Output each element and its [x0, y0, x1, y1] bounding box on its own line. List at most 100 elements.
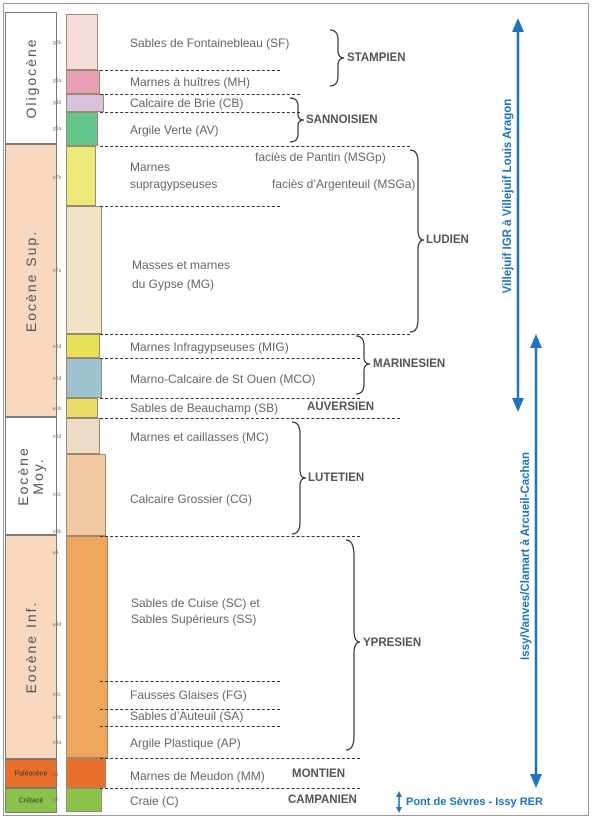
stage-ludien: LUDIEN [426, 234, 469, 246]
code-cgb: e5b [53, 529, 62, 535]
era-eocene-sup: Eocène Sup. [5, 144, 57, 417]
layer-c [66, 788, 102, 812]
layer-ypresien [66, 536, 108, 758]
boundary-line [100, 418, 400, 419]
brace-ludien [409, 149, 425, 333]
layer-msg [66, 146, 96, 206]
route-pont: Pont de Sèvres - Issy RER [406, 796, 543, 808]
code-mig: e6d [53, 344, 62, 350]
code-mg: e7a [53, 268, 62, 274]
figure-frame [3, 3, 589, 816]
boundary-line [100, 398, 360, 399]
code-mco: e6d [53, 376, 62, 382]
arrow-pont-bottom [396, 807, 402, 813]
stage-montien: MONTIEN [292, 768, 346, 780]
stage-lutetien: LUTETIEN [308, 472, 365, 484]
code-av: g1a [53, 126, 62, 132]
label-mg-line1: Masses et marnes [132, 258, 231, 272]
boundary-line [100, 681, 280, 682]
label-sc-line2: Sables Supérieurs (SS) [131, 612, 257, 626]
code-mh: g1a [53, 78, 62, 84]
label-c: Craie (C) [130, 794, 179, 808]
era-eocene-inf: Eocène Inf. [5, 535, 57, 759]
code-cb: g1b [53, 100, 62, 106]
layer-sf [66, 14, 98, 70]
label-cg: Calcaire Grossier (CG) [130, 492, 253, 506]
boundary-line [100, 758, 360, 759]
brace-stampien [329, 29, 345, 87]
route-issy: Issy/Vanves/Clamart à Arcueil-Cachan [520, 452, 532, 660]
label-msgp: faciès de Pantin (MSGp) [255, 150, 386, 164]
label-mm: Marnes de Meudon (MM) [130, 769, 265, 783]
code-mm: e1 [53, 772, 59, 778]
code-sc: e4d [53, 622, 62, 628]
code-sf: g2b [53, 40, 62, 46]
stage-campanien: CAMPANIEN [288, 794, 357, 806]
stage-stampien: STAMPIEN [347, 52, 406, 64]
stage-ypresien: YPRESIEN [363, 637, 422, 649]
boundary-line [100, 146, 410, 147]
code-c: c6 [53, 797, 59, 803]
era-cretace: Crétacé [5, 788, 57, 813]
layer-cg [66, 454, 106, 536]
label-msg-line1: Marnes [130, 160, 171, 174]
arrow-villejuif-bottom [512, 398, 524, 412]
boundary-line [100, 536, 360, 537]
boundary-line [100, 334, 410, 335]
layer-mh [66, 70, 100, 94]
boundary-line [100, 94, 300, 95]
brace-marinesien [355, 335, 371, 395]
layer-mc [66, 418, 100, 454]
code-sb: e6b [53, 406, 62, 412]
label-sb: Sables de Beauchamp (SB) [130, 401, 279, 415]
label-cb: Calcaire de Brie (CB) [130, 96, 244, 110]
code-fg: e3c [53, 692, 62, 698]
label-mc: Marnes et caillasses (MC) [130, 430, 269, 444]
code-sa: e3b [53, 715, 62, 721]
label-ap: Argile Plastique (AP) [130, 736, 241, 750]
label-mg-line2: du Gypse (MG) [132, 277, 215, 291]
era-paleocene: Paléocène [5, 759, 57, 788]
layer-av [66, 112, 98, 146]
label-mco: Marno-Calcaire de St Ouen (MCO) [130, 372, 316, 386]
brace-lutetien [291, 421, 307, 535]
label-sa: Sables d’Auteuil (SA) [130, 709, 244, 723]
stage-sannoisien: SANNOISIEN [306, 114, 378, 126]
code-msg: e7b [53, 175, 62, 181]
boundary-line [100, 726, 280, 727]
layer-mm [66, 758, 106, 788]
boundary-line [100, 709, 280, 710]
arrow-villejuif-top [512, 18, 524, 32]
code-mc: e5d [53, 434, 62, 440]
layer-cb [66, 94, 104, 112]
route-villejuif: Villejuif IGR à Villejuif Louis Aragon [502, 98, 514, 294]
layer-mg [66, 206, 102, 334]
boundary-line [100, 788, 360, 789]
code-ap: e3a [53, 740, 62, 746]
boundary-line [100, 70, 280, 71]
layer-mco [66, 358, 102, 398]
code-top-inf: e4 [53, 550, 59, 556]
label-sf: Sables de Fontainebleau (SF) [130, 36, 290, 50]
stage-auversien: AUVERSIEN [307, 401, 375, 413]
label-av: Argile Verte (AV) [130, 123, 219, 137]
era-oligocene: Oligocène [5, 12, 57, 144]
label-msg-line2: supragypseuses [130, 177, 218, 191]
code-cg: e5c [53, 492, 62, 498]
label-msga: faciès d’Argenteuil (MSGa) [272, 177, 416, 191]
label-sc-line1: Sables de Cuise (SC) et [131, 596, 260, 610]
brace-ypresien [345, 539, 361, 751]
boundary-line [100, 206, 280, 207]
arrow-issy-top [530, 334, 542, 348]
label-mig: Marnes Infragypseuses (MIG) [130, 340, 289, 354]
label-mh: Marnes à huîtres (MH) [130, 75, 251, 89]
era-eocene-moy: Eocène Moy. [5, 417, 57, 535]
stage-marinesien: MARINESIEN [373, 358, 446, 370]
layer-sb [66, 398, 98, 418]
label-fg: Fausses Glaises (FG) [130, 688, 247, 702]
arrow-issy-bottom [530, 774, 542, 788]
arrow-pont-top [396, 791, 402, 797]
brace-sannoisien [289, 97, 305, 143]
boundary-line [100, 112, 300, 113]
